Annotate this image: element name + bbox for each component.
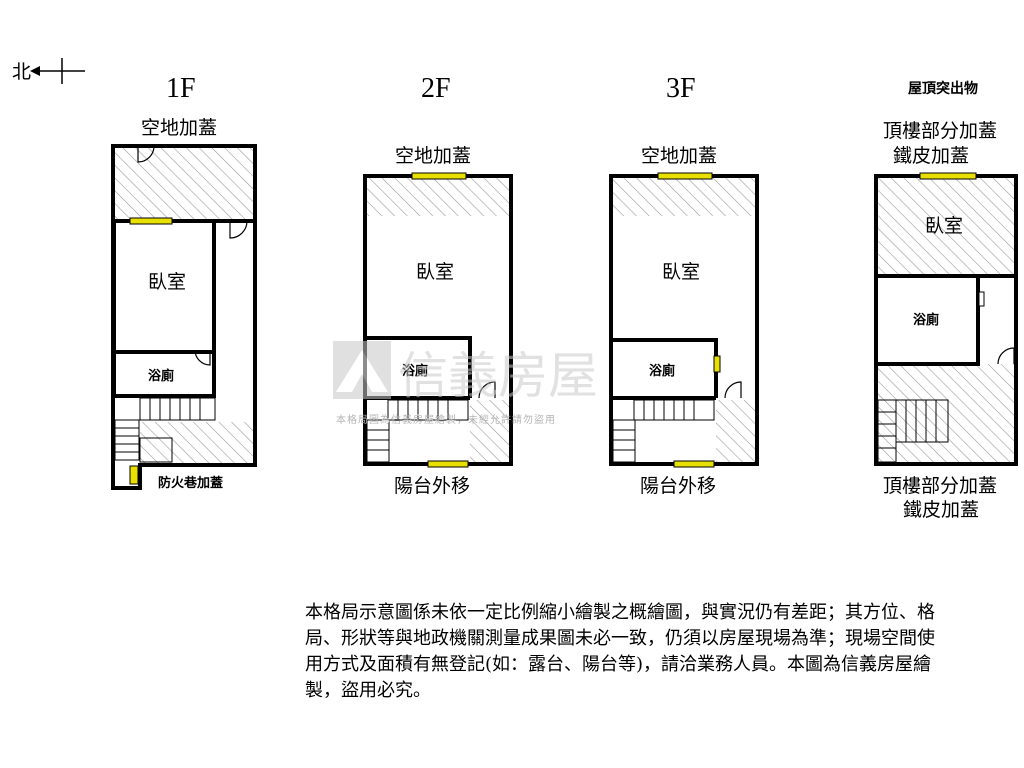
window — [919, 172, 977, 180]
hatch-area — [876, 176, 1016, 276]
outer-wall — [111, 144, 257, 490]
staircase — [366, 399, 469, 463]
door — [229, 220, 248, 239]
floor-3f: 3F 空地加蓋 臥室 浴廁 陽台外移 — [609, 73, 759, 497]
floor-roof: 屋頂突出物 頂樓部分加蓋 鐵皮加蓋 臥室 浴廁 頂樓部分加蓋 鐵皮加蓋 — [874, 80, 1018, 521]
staircase — [612, 399, 715, 463]
floor-1f: 1F 空地加蓋 臥室 浴廁 防火巷加蓋 — [111, 73, 257, 491]
hatch-area — [876, 364, 1016, 464]
door — [478, 381, 496, 399]
door — [194, 349, 211, 366]
floor-title-1f: 1F — [166, 73, 196, 104]
hatch-area — [140, 422, 255, 465]
floor-title-roof: 屋頂突出物 — [908, 80, 978, 97]
roof-top-label-line1: 頂樓部分加蓋 — [883, 120, 997, 142]
hatch-area — [113, 146, 255, 221]
room-label-bathroom: 浴廁 — [402, 363, 428, 379]
floor-1f-top-label: 空地加蓋 — [141, 117, 217, 139]
bathroom-wall — [611, 338, 718, 398]
window — [411, 172, 467, 180]
disclaimer-text: 本格局示意圖係未依一定比例縮小繪製之概繪圖，與實況仍有差距；其方位、格局、形狀等… — [305, 602, 935, 701]
floor-3f-top-label: 空地加蓋 — [641, 145, 717, 167]
roof-top-label-line2: 鐵皮加蓋 — [893, 145, 969, 167]
door — [997, 347, 1015, 365]
staircase — [877, 399, 949, 463]
window — [427, 460, 469, 468]
room-label-bedroom: 臥室 — [416, 261, 454, 283]
window — [713, 355, 721, 373]
floor-title-3f: 3F — [666, 73, 696, 104]
room-label-bathroom: 浴廁 — [913, 312, 939, 328]
floor-2f: 2F 空地加蓋 臥室 浴廁 陽台外移 — [363, 73, 513, 497]
watermark-notice: 本格局圖為信義房屋繪製，未經允許請勿盜用 — [336, 413, 556, 426]
hatch-area — [470, 400, 511, 464]
bathroom-wall — [365, 336, 472, 398]
north-label: 北 — [12, 61, 31, 83]
window — [657, 172, 713, 180]
door — [137, 145, 155, 163]
floor-2f-bottom-label: 陽台外移 — [394, 475, 470, 497]
watermark: 信義房屋 本格局圖為信義房屋繪製，未經允許請勿盜用 — [333, 341, 598, 426]
room-label-bedroom: 臥室 — [148, 271, 186, 293]
floor-title-2f: 2F — [421, 73, 451, 104]
floor-2f-top-label: 空地加蓋 — [395, 145, 471, 167]
room-label-bedroom: 臥室 — [925, 215, 963, 237]
window — [129, 217, 173, 225]
roof-bottom-label-line2: 鐵皮加蓋 — [903, 499, 979, 521]
door — [724, 381, 742, 399]
watermark-brand: 信義房屋 — [398, 347, 598, 405]
north-arrow: 北 — [12, 58, 85, 84]
window — [129, 465, 139, 485]
room-label-bathroom: 浴廁 — [148, 368, 174, 384]
room-label-bathroom: 浴廁 — [649, 363, 675, 379]
hatch-area — [611, 176, 757, 216]
staircase — [114, 397, 216, 463]
room-label-bedroom: 臥室 — [662, 261, 700, 283]
roof-bottom-label-line1: 頂樓部分加蓋 — [883, 475, 997, 497]
hatch-area — [365, 176, 511, 216]
floor-3f-bottom-label: 陽台外移 — [640, 475, 716, 497]
watermark-logo-icon — [333, 341, 391, 399]
hatch-area — [716, 400, 757, 464]
floor-1f-bottom-label: 防火巷加蓋 — [158, 475, 223, 491]
window — [673, 460, 715, 468]
